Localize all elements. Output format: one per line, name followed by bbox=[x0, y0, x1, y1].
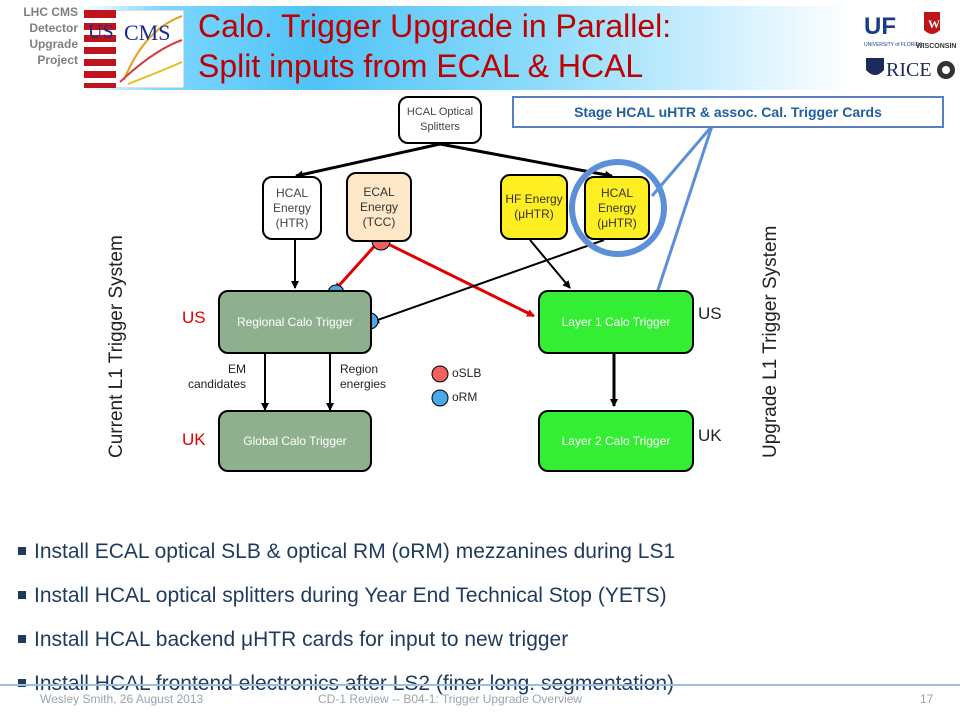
cms-text: CMS bbox=[124, 20, 170, 45]
arrow-ecal-to-rct bbox=[333, 238, 382, 292]
staging-callout: Stage HCAL uHTR & assoc. Cal. Trigger Ca… bbox=[512, 96, 944, 128]
uf-logo: UF UNIVERSITY of FLORIDA W WISCONSIN bbox=[864, 8, 960, 57]
arrow-uhtr-to-rct bbox=[371, 239, 605, 324]
right-uk-label: UK bbox=[698, 426, 722, 445]
rice-text: RICE bbox=[886, 59, 932, 81]
bullet-marker bbox=[18, 590, 26, 599]
current-system-label: Current L1 Trigger System bbox=[106, 235, 127, 458]
bullet-item: Install HCAL backend μHTR cards for inpu… bbox=[18, 622, 958, 666]
svg-text:W: W bbox=[928, 17, 940, 31]
footer-page-number: 17 bbox=[920, 692, 934, 706]
us-cms-logo: US CMS bbox=[83, 9, 185, 89]
global-calo-trigger-box: Global Calo Trigger bbox=[218, 410, 372, 472]
bullet-item: Install HCAL optical splitters during Ye… bbox=[18, 578, 958, 622]
bullet-marker bbox=[18, 678, 26, 687]
ecal-tcc-box: ECAL Energy (TCC) bbox=[346, 172, 412, 242]
em-candidates-label: EM candidates bbox=[187, 362, 246, 391]
hcal-uhtr-box: HCAL Energy (μHTR) bbox=[584, 176, 650, 240]
bullet-item: Install ECAL optical SLB & optical RM (o… bbox=[18, 534, 958, 578]
cms-us-text: US bbox=[88, 21, 114, 43]
highlight-circle bbox=[569, 159, 667, 257]
legend-orm-dot bbox=[431, 389, 449, 407]
upgrade-system-label: Upgrade L1 Trigger System bbox=[760, 225, 781, 458]
right-us-label: US bbox=[698, 304, 722, 323]
title-band bbox=[82, 6, 852, 90]
footer-review: CD-1 Review -- B04-1: Trigger Upgrade Ov… bbox=[318, 692, 583, 706]
arrow-hf-to-layer1 bbox=[529, 239, 571, 289]
title-line-1: Calo. Trigger Upgrade in Parallel: bbox=[198, 8, 672, 44]
slide-title: Calo. Trigger Upgrade in Parallel: Split… bbox=[198, 6, 838, 86]
diagram-connectors bbox=[261, 125, 714, 411]
region-energies-label: Region energies bbox=[340, 362, 387, 391]
regional-calo-trigger-box: Regional Calo Trigger bbox=[218, 290, 372, 354]
bullet-item: Install HCAL frontend electronics after … bbox=[18, 666, 958, 710]
hcal-htr-box: HCAL Energy (HTR) bbox=[262, 176, 322, 240]
hcal-optical-splitters-box: HCAL Optical Splitters bbox=[398, 96, 482, 144]
bullet-marker bbox=[18, 546, 26, 555]
rice-logo: RICE bbox=[864, 54, 960, 89]
legend-oslb-dot bbox=[431, 365, 449, 383]
callout-pointer-2 bbox=[654, 125, 714, 297]
layer2-calo-trigger-box: Layer 2 Calo Trigger bbox=[538, 410, 694, 472]
hf-uhtr-box: HF Energy (μHTR) bbox=[500, 174, 568, 240]
project-label: LHC CMS Detector Upgrade Project bbox=[23, 5, 78, 67]
bullet-marker bbox=[18, 634, 26, 643]
uf-subtext: UNIVERSITY of FLORIDA bbox=[864, 42, 923, 48]
wisconsin-text: WISCONSIN bbox=[916, 43, 956, 50]
bullet-list: Install ECAL optical SLB & optical RM (o… bbox=[18, 534, 958, 710]
legend-oslb-label: oSLB bbox=[452, 366, 482, 380]
footer-author: Wesley Smith, 26 August 2013 bbox=[40, 692, 204, 706]
title-line-2: Split inputs from ECAL & HCAL bbox=[198, 48, 644, 84]
footer-divider bbox=[0, 684, 960, 686]
legend-orm-label: oRM bbox=[452, 390, 478, 404]
arrow-ecal-to-layer1 bbox=[379, 238, 535, 318]
uf-text: UF bbox=[864, 13, 896, 40]
left-uk-label: UK bbox=[182, 430, 206, 449]
callout-pointer-1 bbox=[650, 125, 714, 197]
left-us-label: US bbox=[182, 308, 206, 327]
arrow-splitter-to-htr bbox=[295, 142, 441, 179]
arrow-splitter-to-uhtr bbox=[439, 142, 613, 179]
layer1-calo-trigger-box: Layer 1 Calo Trigger bbox=[538, 290, 694, 354]
